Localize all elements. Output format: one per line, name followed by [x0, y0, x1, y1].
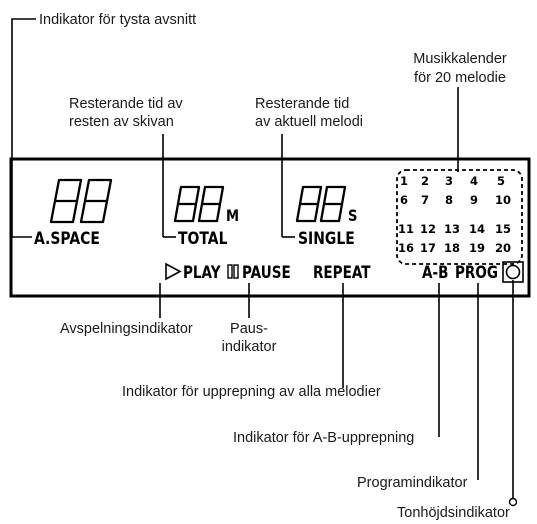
second-unit: S: [348, 206, 358, 225]
calendar-number: 10: [494, 193, 511, 207]
total-segment: TOTAL: [178, 229, 228, 249]
repeat-segment: REPEAT: [313, 263, 371, 282]
repeat-indicator-label: Indikator för upprepning av alla melodie…: [122, 384, 381, 400]
calendar-number: 11: [397, 222, 414, 236]
calendar-number: 17: [419, 241, 436, 255]
lcd-frame: [9, 157, 531, 298]
calendar-number: 9: [469, 193, 478, 207]
pause-label-line2: indikator: [221, 339, 277, 355]
calendar-number: 8: [444, 193, 453, 207]
calendar-number: 5: [496, 174, 505, 188]
silence-indicator-label: Indikator för tysta avsnitt: [39, 12, 197, 28]
aspace-digits: [49, 178, 113, 224]
aspace-segment: A.SPACE: [34, 229, 100, 249]
calendar-number: 3: [444, 174, 453, 188]
program-indicator-label: Programindikator: [357, 475, 468, 491]
ab-segment: A-B: [422, 263, 449, 282]
play-indicator-label: Avspelningsindikator: [60, 321, 193, 337]
single-label-line1: Resterande tid: [255, 96, 350, 112]
prog-segment: PROG: [455, 263, 498, 282]
callout-leaders: [11, 18, 518, 507]
calendar-number: 13: [443, 222, 460, 236]
calendar-number: 12: [419, 222, 436, 236]
ab-repeat-label: Indikator för A-B-upprepning: [233, 430, 415, 446]
pitch-circle-icon: [502, 261, 524, 283]
total-digits: [173, 185, 225, 223]
total-label-line1: Resterande tid av: [69, 96, 183, 112]
calendar-number: 6: [399, 193, 408, 207]
calendar-number: 14: [468, 222, 485, 236]
single-segment: SINGLE: [298, 229, 355, 249]
pitch-indicator-label: Tonhöjdsindikator: [397, 505, 510, 521]
pause-bars-icon: [227, 264, 239, 279]
calendar-number: 18: [443, 241, 460, 255]
seven-segment-digits: [49, 178, 347, 224]
play-triangle-icon: [165, 262, 182, 281]
calendar-label-line2: för 20 melodie: [414, 70, 506, 86]
total-label-line2: resten av skivan: [69, 114, 174, 130]
calendar-number: 20: [494, 241, 511, 255]
minute-unit: M: [226, 206, 240, 225]
pause-segment: PAUSE: [242, 263, 291, 282]
pause-label-line1: Paus-: [230, 321, 268, 337]
calendar-number: 7: [420, 193, 429, 207]
calendar-number: 19: [468, 241, 485, 255]
single-digits: [295, 185, 347, 223]
calendar-number: 4: [469, 174, 478, 188]
calendar-number: 15: [494, 222, 511, 236]
single-label-line2: av aktuell melodi: [255, 114, 363, 130]
calendar-number: 2: [420, 174, 429, 188]
calendar-number: 1: [399, 174, 408, 188]
calendar-label-line1: Musikkalender: [413, 51, 507, 67]
play-segment: PLAY: [183, 263, 221, 282]
calendar-number: 16: [397, 241, 414, 255]
